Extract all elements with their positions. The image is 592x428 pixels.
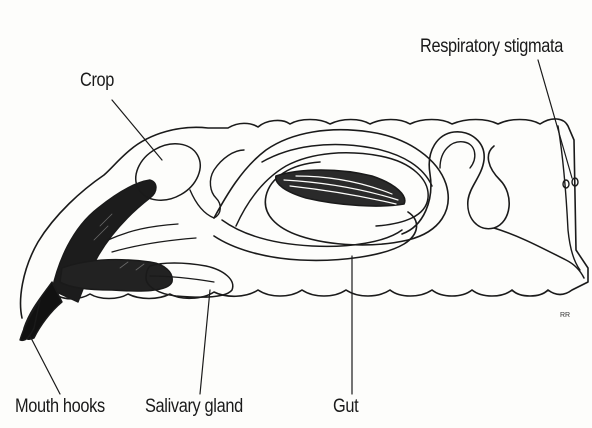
hindgut-to-anus [494,228,584,278]
leader-mouth [30,336,60,394]
crop-label: Crop [80,70,114,92]
gut-label: Gut [333,396,358,418]
leader-respiratory [538,60,572,178]
crop-duct [190,150,244,218]
artist-signature: RR [560,312,570,319]
mouth-hooks [20,180,172,340]
hindgut-loop [402,132,509,234]
mouth-hooks-label: Mouth hooks [15,396,105,418]
stigma-left [563,180,569,188]
gut-lower-tube-2 [222,220,402,246]
pharynx-line-2 [112,238,196,252]
gut-lower-tube [214,212,417,260]
respiratory-stigmata-label: Respiratory stigmata [420,36,563,58]
salivary-gland-label: Salivary gland [145,396,243,418]
leader-salivary [200,290,210,394]
hindgut-loop-inner [440,142,475,168]
leader-crop [112,100,162,160]
gut-tubule-bundle [276,170,405,206]
